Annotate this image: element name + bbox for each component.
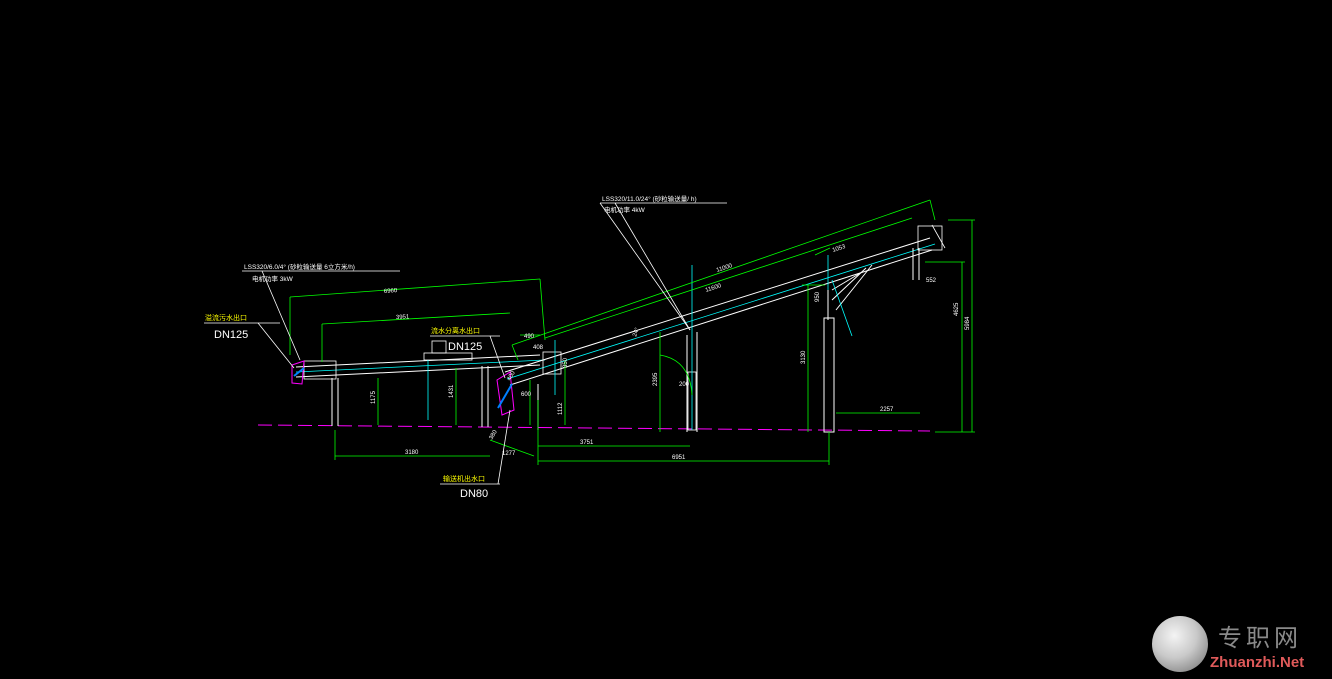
- outlet-left-dn: DN125: [214, 329, 248, 341]
- motor-right-power: 电机功率 4kW: [604, 205, 646, 214]
- motor-left-callout: LSS320/6.0/4° (砂粒输送量 6立方米/h): [244, 262, 355, 271]
- outlet-left-label: 溢流污水出口: [205, 313, 247, 322]
- dim-1053: 1053: [832, 244, 847, 254]
- dim-1175: 1175: [371, 390, 377, 404]
- dim-552: 552: [926, 278, 937, 284]
- dim-11000: 11000: [716, 263, 734, 274]
- outlet-mid-dn: DN125: [448, 341, 482, 353]
- dim-6960: 6960: [384, 288, 398, 295]
- dim-1431: 1431: [449, 384, 455, 398]
- dim-2257: 2257: [880, 407, 894, 413]
- watermark-cn: 专职网: [1218, 624, 1302, 652]
- dim-24: 24°: [632, 327, 641, 338]
- dim-600: 600: [521, 392, 532, 398]
- dim-4625: 4625: [954, 302, 960, 316]
- dim-5984: 5984: [965, 316, 971, 330]
- left-conveyor: [291, 340, 546, 427]
- watermark: 专职网 Zhuanzhi.Net: [1148, 612, 1332, 679]
- outlet-mid-label: 流水分离水出口: [431, 326, 480, 335]
- outlet-bottom-label: 输送机出水口: [443, 474, 485, 483]
- dim-2395: 2395: [653, 372, 659, 386]
- motor-right-callout: LSS320/11.0/24° (砂粒输送量/ h): [602, 194, 697, 203]
- dimension-lines: [289, 199, 975, 465]
- dim-1277: 1277: [502, 451, 516, 457]
- ground-line: [257, 424, 931, 432]
- dim-408: 408: [533, 345, 544, 351]
- dim-3180: 3180: [405, 450, 419, 456]
- right-conveyor: [496, 224, 946, 433]
- labels: LSS320/6.0/4° (砂粒输送量 6立方米/h) 电机功率 3kW LS…: [205, 194, 971, 500]
- dim-950: 950: [815, 291, 821, 302]
- dim-3951: 3951: [396, 314, 410, 321]
- watermark-logo-icon: [1152, 616, 1208, 672]
- motor-left-power: 电机功率 3kW: [252, 274, 294, 283]
- dim-3751: 3751: [580, 440, 594, 446]
- dim-400: 400: [507, 370, 518, 382]
- dim-490: 490: [524, 334, 535, 340]
- outlet-bottom-dn: DN80: [460, 488, 488, 500]
- watermark-en: Zhuanzhi.Net: [1210, 654, 1305, 671]
- dim-1112: 1112: [558, 402, 564, 415]
- dim-3130: 3130: [801, 350, 807, 364]
- leader-lines: [204, 202, 727, 485]
- dim-11600: 11600: [705, 283, 723, 294]
- dim-350: 350: [563, 357, 569, 368]
- dim-380: 380: [489, 429, 500, 441]
- dim-6951: 6951: [672, 455, 686, 461]
- dim-200: 200: [679, 382, 690, 388]
